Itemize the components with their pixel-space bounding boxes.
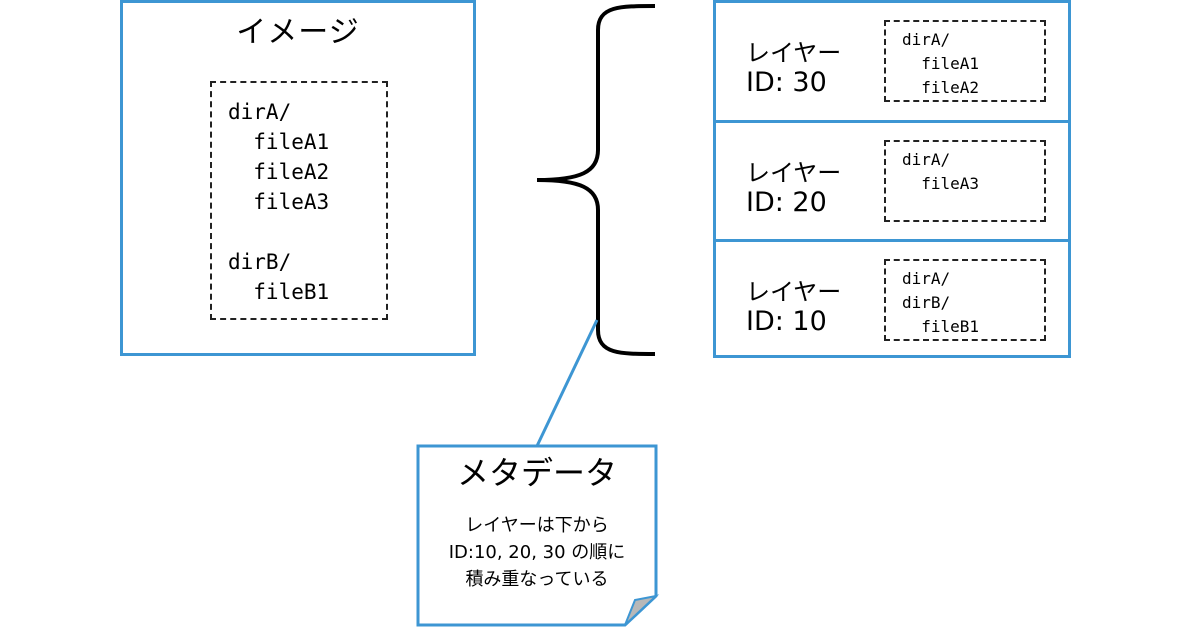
layer-filesystem: dirA/ dirB/ fileB1 — [884, 259, 1046, 341]
curly-brace — [536, 4, 656, 356]
image-filesystem: dirA/ fileA1 fileA2 fileA3 dirB/ fileB1 — [210, 81, 388, 320]
layer-30: レイヤー ID: 30 dirA/ fileA1 fileA2 — [716, 3, 1068, 121]
layer-filesystem: dirA/ fileA1 fileA2 — [884, 20, 1046, 102]
layer-label: レイヤー — [746, 278, 842, 306]
layer-id: ID: 20 — [746, 187, 827, 218]
layer-20: レイヤー ID: 20 dirA/ fileA3 — [716, 120, 1068, 240]
note-fold — [624, 594, 660, 626]
metadata-note — [416, 444, 658, 627]
image-box: イメージ dirA/ fileA1 fileA2 fileA3 dirB/ fi… — [120, 0, 476, 356]
layer-stack: レイヤー ID: 30 dirA/ fileA1 fileA2 レイヤー ID:… — [713, 0, 1071, 358]
layer-10: レイヤー ID: 10 dirA/ dirB/ fileB1 — [716, 239, 1068, 355]
layer-label: レイヤー — [746, 39, 842, 67]
layer-id: ID: 10 — [746, 306, 827, 337]
image-title: イメージ — [236, 15, 360, 50]
layer-filesystem: dirA/ fileA3 — [884, 140, 1046, 222]
layer-id: ID: 30 — [746, 67, 827, 98]
callout-line — [535, 319, 599, 447]
layer-label: レイヤー — [746, 159, 842, 187]
